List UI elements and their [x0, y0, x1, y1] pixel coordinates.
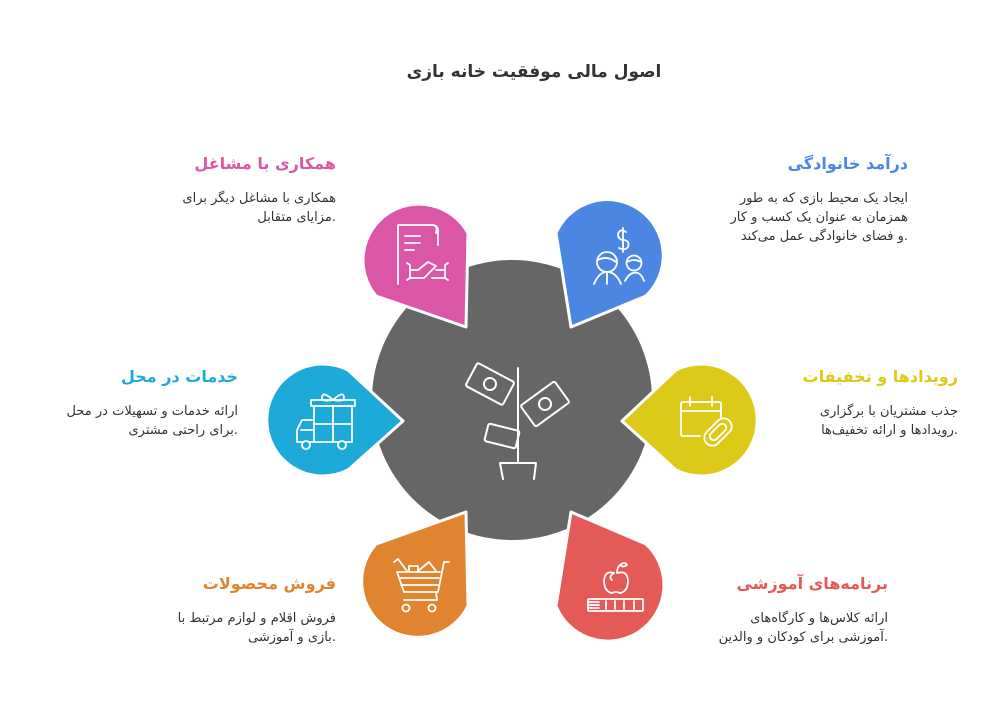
item-onsite-services: خدمات در محل ارائه خدمات و تسهیلات در مح… — [18, 367, 238, 440]
item-title: همکاری با مشاغل — [194, 154, 336, 173]
item-events-discounts: رویدادها و تخفیفات جذب مشتریان با برگزار… — [758, 367, 958, 440]
teardrop-family-income[interactable] — [554, 198, 665, 329]
teardrop-events-discounts[interactable] — [620, 362, 759, 478]
item-desc-line: .آموزشی برای کودکان و والدین — [718, 630, 888, 645]
item-desc-line: .بازی و آموزشی — [247, 630, 336, 645]
item-desc-line: جذب مشتریان با برگزاری — [819, 404, 958, 419]
apple-book-icon — [587, 562, 644, 612]
money-plant-icon — [465, 362, 570, 480]
item-title: فروش محصولات — [202, 574, 336, 593]
item-education-programs: برنامه‌های آموزشی ارائه کلاس‌ها و کارگاه… — [668, 574, 888, 647]
contract-handshake-icon — [397, 224, 449, 285]
center-hub — [372, 260, 652, 540]
item-title: خدمات در محل — [120, 367, 238, 386]
page-title: اصول مالی موفقیت خانه بازی — [406, 62, 662, 82]
teardrop-product-sales[interactable] — [360, 510, 470, 639]
item-desc-line: .و فضای خانوادگی عمل می‌کند — [740, 229, 908, 244]
item-desc-line: ارائه خدمات و تسهیلات در محل — [66, 404, 238, 419]
item-desc-line: .برای راحتی مشتری — [128, 423, 239, 438]
item-title: رویدادها و تخفیفات — [802, 367, 958, 386]
item-desc-line: فروش اقلام و لوازم مرتبط با — [177, 611, 336, 626]
delivery-truck-gift-icon — [296, 393, 356, 450]
calendar-tag-icon — [680, 396, 733, 447]
item-family-income: درآمد خانوادگی ایجاد یک محیط بازی که به … — [688, 154, 908, 246]
item-desc-line: ایجاد یک محیط بازی که به طور — [739, 191, 908, 206]
item-desc-line: همکاری با مشاغل دیگر برای — [182, 191, 336, 206]
item-collaboration: همکاری با مشاغل همکاری با مشاغل دیگر برا… — [116, 154, 336, 227]
teardrop-collaboration[interactable] — [361, 202, 470, 329]
item-title: برنامه‌های آموزشی — [736, 574, 888, 593]
item-product-sales: فروش محصولات فروش اقلام و لوازم مرتبط با… — [116, 574, 336, 647]
item-desc-line: ارائه کلاس‌ها و کارگاه‌های — [750, 611, 888, 626]
item-desc-line: .رویدادها و ارائه تخفیف‌ها — [821, 423, 958, 438]
item-title: درآمد خانوادگی — [787, 154, 908, 173]
item-desc-line: همزمان به عنوان یک کسب و کار — [730, 210, 908, 225]
item-desc-line: .مزایای متقابل — [257, 210, 336, 225]
teardrop-onsite-services[interactable] — [265, 362, 405, 478]
family-money-icon — [593, 227, 645, 285]
shopping-cart-icon — [393, 558, 450, 613]
